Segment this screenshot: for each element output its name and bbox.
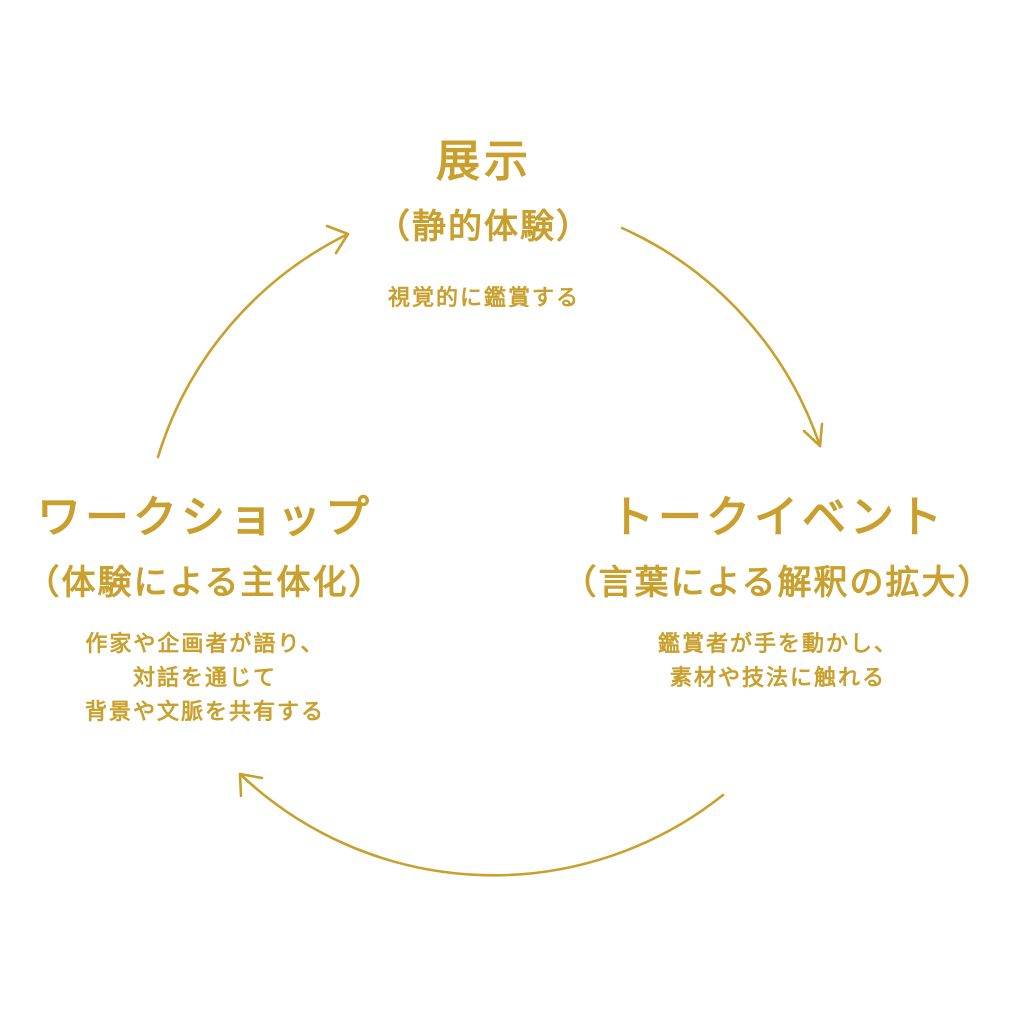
description-line: 鑑賞者が手を動かし、 — [657, 632, 899, 657]
arrow-right-to-left — [238, 772, 725, 877]
node-subtitle: （言葉による解釈の拡大） — [562, 563, 994, 603]
arrow-head-icon — [238, 772, 264, 798]
description-line: 対話を通じて — [132, 666, 278, 691]
arrow-left-to-top — [156, 232, 350, 459]
description-line: 素材や技法に触れる — [669, 666, 887, 691]
arrow-top-to-right — [620, 226, 822, 448]
description-line: 視覚的に鑑賞する — [387, 286, 580, 311]
node-workshop: ワークショップ （体験による主体化） 作家や企画者が語り、 対話を通じて 背景や… — [26, 490, 385, 730]
node-description: 作家や企画者が語り、 対話を通じて 背景や文脈を共有する — [26, 628, 385, 730]
node-exhibition: 展示 （静的体験） 視覚的に鑑賞する — [376, 134, 592, 316]
node-description: 視覚的に鑑賞する — [376, 282, 592, 316]
arrow-head-icon — [325, 224, 350, 255]
node-description: 鑑賞者が手を動かし、 素材や技法に触れる — [563, 628, 994, 696]
node-title: ワークショップ — [36, 492, 373, 543]
arrow-head-icon — [802, 422, 824, 448]
node-subtitle: （体験による主体化） — [25, 563, 385, 603]
node-title: 展示 — [436, 136, 532, 187]
node-subtitle: （静的体験） — [376, 207, 592, 247]
description-line: 作家や企画者が語り、 — [85, 632, 325, 657]
node-title: トークイベント — [609, 492, 946, 543]
node-talk-event: トークイベント （言葉による解釈の拡大） 鑑賞者が手を動かし、 素材や技法に触れ… — [563, 490, 994, 696]
description-line: 背景や文脈を共有する — [84, 700, 326, 725]
